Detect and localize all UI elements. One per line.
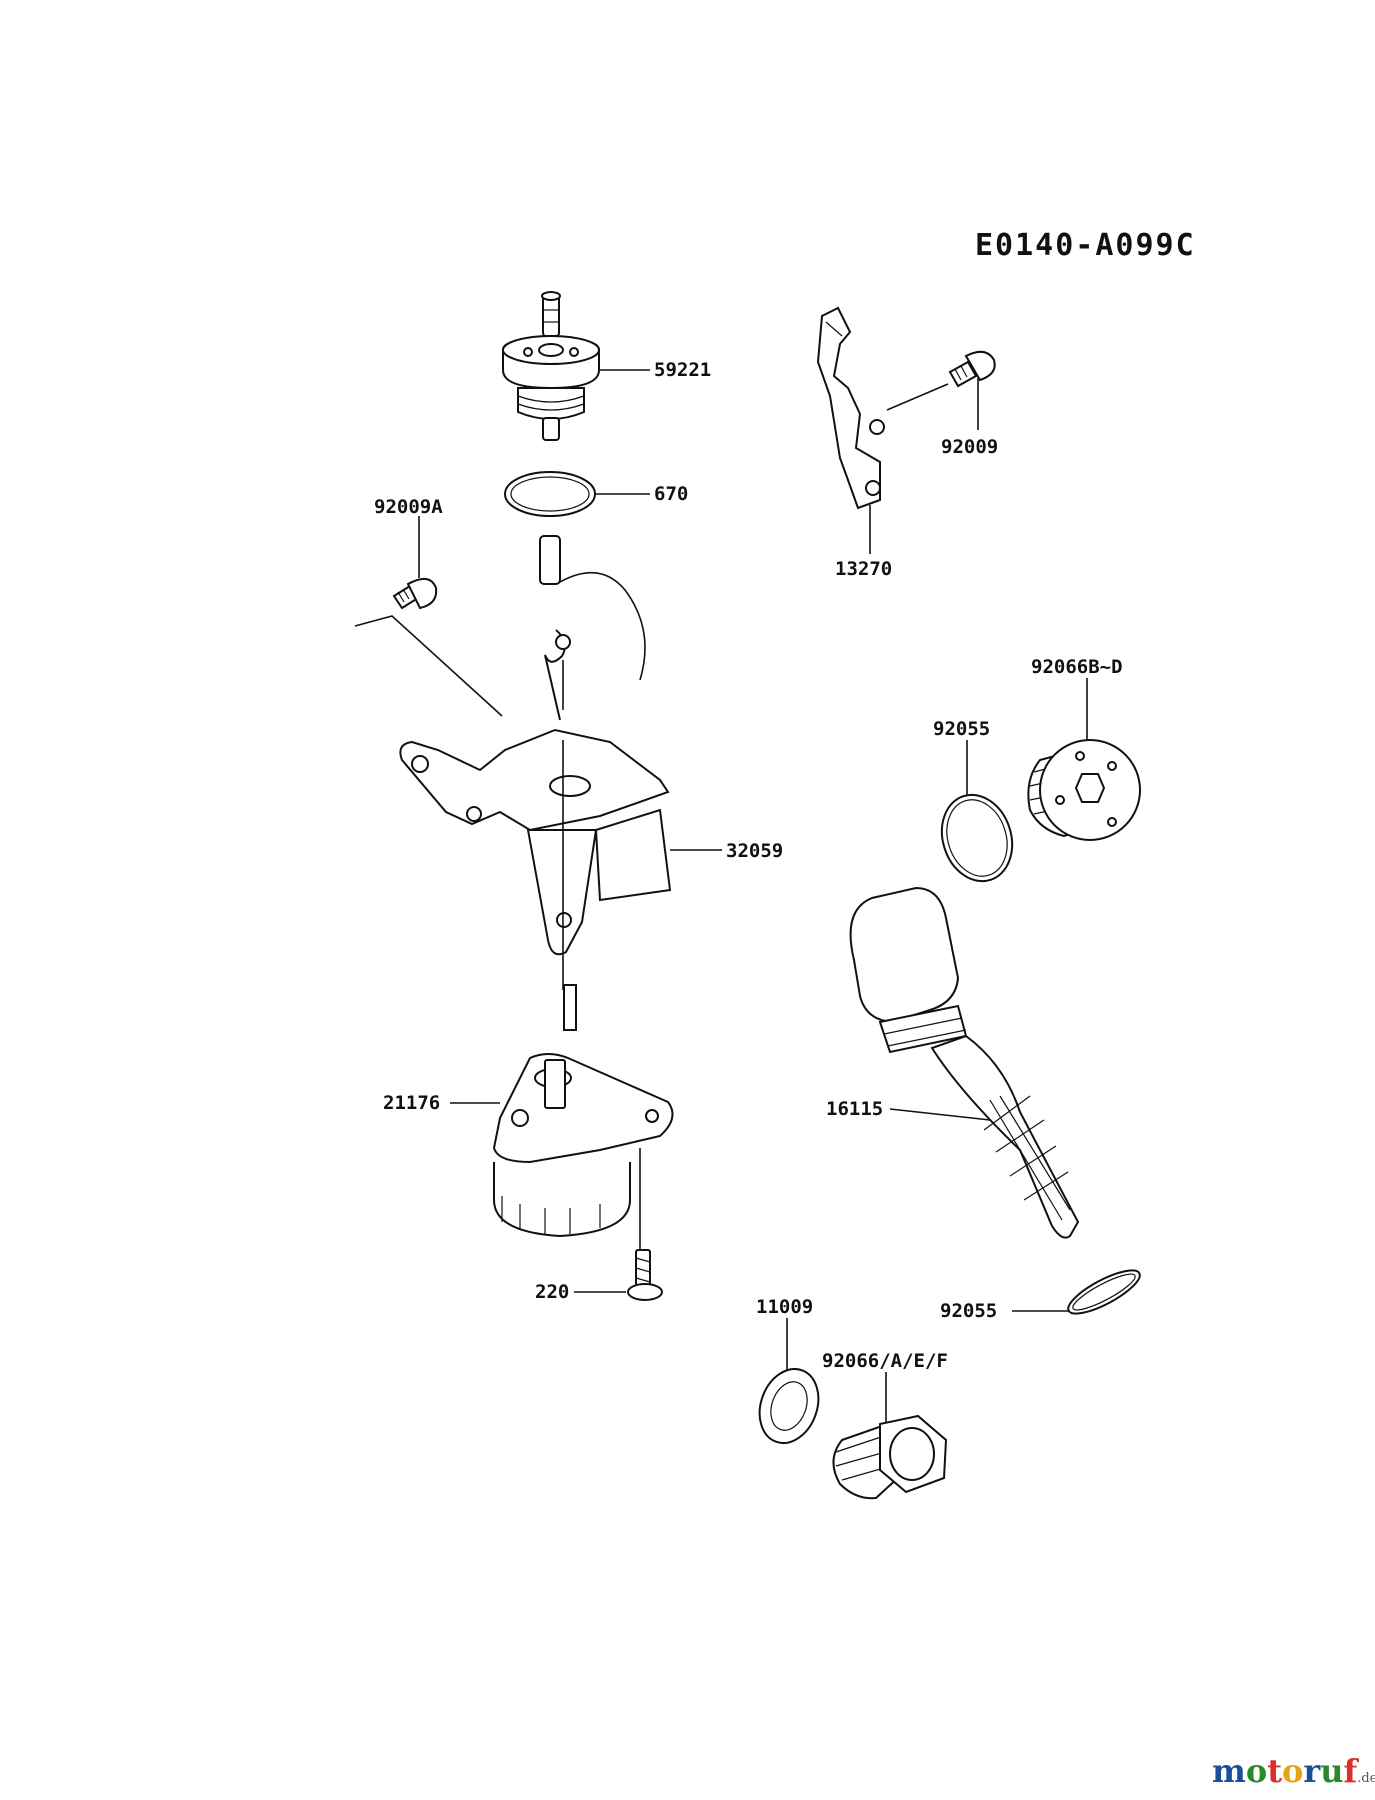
- bracket-13270-icon: [816, 306, 885, 510]
- part-label-220[interactable]: 220: [535, 1281, 570, 1303]
- dipstick-16115-icon: [849, 886, 1080, 1239]
- logo-suffix: .de: [1357, 1771, 1375, 1786]
- bracket-32059-icon: [399, 728, 672, 990]
- part-label-92055-upper[interactable]: 92055: [933, 718, 991, 740]
- drain-plug-92066-AEF-icon: [832, 1414, 948, 1500]
- part-label-11009[interactable]: 11009: [756, 1296, 814, 1318]
- logo-letter-t: t: [1267, 1752, 1282, 1790]
- o-ring-92055-lower-icon: [1067, 1269, 1141, 1315]
- screw-92009A-icon: [392, 577, 438, 610]
- washer-11009-icon: [758, 1368, 820, 1444]
- logo-letter-m: m: [1212, 1752, 1246, 1790]
- logo-letter-f: f: [1343, 1752, 1358, 1790]
- part-label-92066-AEF[interactable]: 92066/A/E/F: [822, 1350, 948, 1372]
- part-label-13270[interactable]: 13270: [835, 558, 893, 580]
- diagram-code: E0140-A099C: [975, 228, 1196, 263]
- logo-letter-o1: o: [1245, 1752, 1268, 1790]
- logo-letter-r: r: [1303, 1752, 1321, 1790]
- o-ring-670-icon: [504, 471, 596, 517]
- float-21176-icon: [492, 984, 674, 1272]
- part-label-92066B-D[interactable]: 92066B~D: [1031, 656, 1123, 678]
- part-label-92009A[interactable]: 92009A: [374, 496, 443, 518]
- screw-220-icon: [627, 1249, 663, 1301]
- part-label-92009[interactable]: 92009: [941, 436, 999, 458]
- logo-letter-o2: o: [1281, 1752, 1304, 1790]
- part-label-92055-lower[interactable]: 92055: [940, 1300, 998, 1322]
- plug-92066B-D-icon: [1027, 739, 1141, 841]
- screw-92009-icon: [948, 350, 996, 388]
- part-label-21176[interactable]: 21176: [383, 1092, 441, 1114]
- float-wire-icon: [539, 535, 646, 721]
- o-ring-92055-upper-icon: [940, 793, 1014, 883]
- logo-letter-u: u: [1320, 1752, 1344, 1790]
- part-label-32059[interactable]: 32059: [726, 840, 784, 862]
- part-label-670[interactable]: 670: [654, 483, 689, 505]
- part-label-59221[interactable]: 59221: [654, 359, 712, 381]
- part-label-16115[interactable]: 16115: [826, 1098, 884, 1120]
- fitting-59221-icon: [502, 291, 600, 441]
- motoruf-logo[interactable]: motoruf.de: [1212, 1752, 1375, 1790]
